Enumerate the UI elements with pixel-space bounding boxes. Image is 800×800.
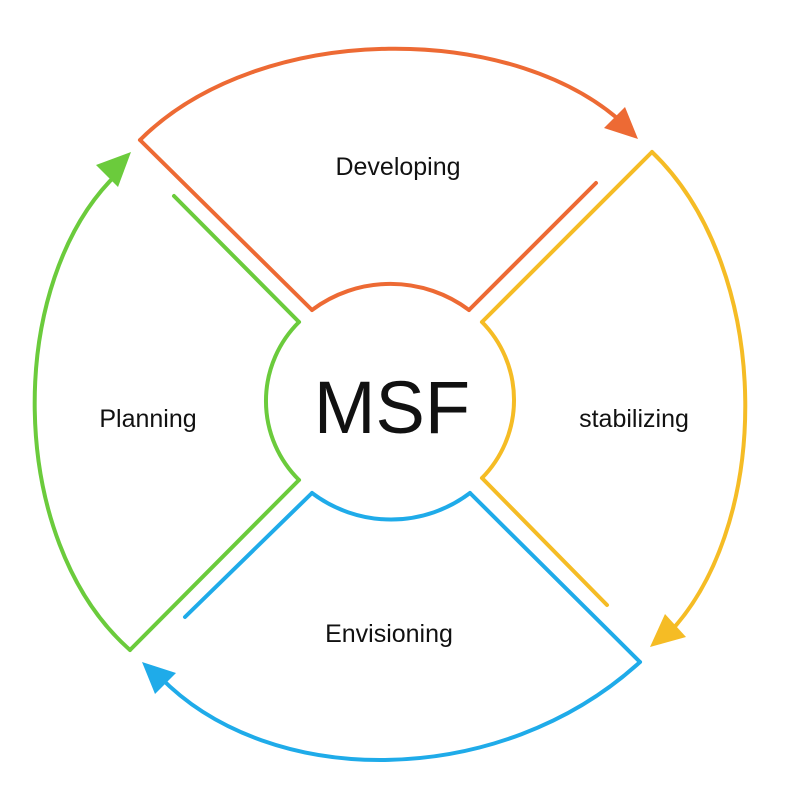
- envisioning-arrow-icon: [142, 662, 176, 694]
- developing-left-edge: [138, 138, 314, 312]
- planning-arrow-icon: [96, 152, 131, 187]
- envisioning-inner-arc: [310, 491, 472, 522]
- stabilizing-arrow-icon: [650, 614, 686, 647]
- developing-label: Developing: [335, 153, 460, 181]
- planning-outer-arc: [32, 171, 132, 652]
- phase-developing: [138, 46, 638, 312]
- developing-right-edge: [467, 181, 598, 312]
- stabilizing-top-edge: [480, 150, 654, 324]
- phase-envisioning: [142, 491, 642, 762]
- stabilizing-outer-arc: [650, 150, 748, 644]
- phase-stabilizing: [480, 150, 748, 647]
- envisioning-outer-arc: [158, 660, 642, 762]
- developing-arrow-icon: [604, 107, 638, 139]
- planning-inner-arc: [264, 320, 301, 482]
- stabilizing-inner-arc: [480, 320, 517, 480]
- center-title: MSF: [314, 366, 470, 449]
- stabilizing-bottom-edge: [480, 476, 609, 607]
- planning-top-edge: [172, 194, 301, 324]
- planning-label: Planning: [99, 405, 196, 433]
- envisioning-right-edge: [468, 491, 642, 664]
- planning-bottom-edge: [128, 478, 301, 652]
- developing-inner-arc: [310, 281, 471, 312]
- envisioning-left-edge: [183, 491, 314, 619]
- developing-outer-arc: [138, 46, 632, 142]
- phase-planning: [32, 152, 301, 652]
- envisioning-label: Envisioning: [325, 620, 453, 648]
- stabilizing-label: stabilizing: [579, 405, 689, 433]
